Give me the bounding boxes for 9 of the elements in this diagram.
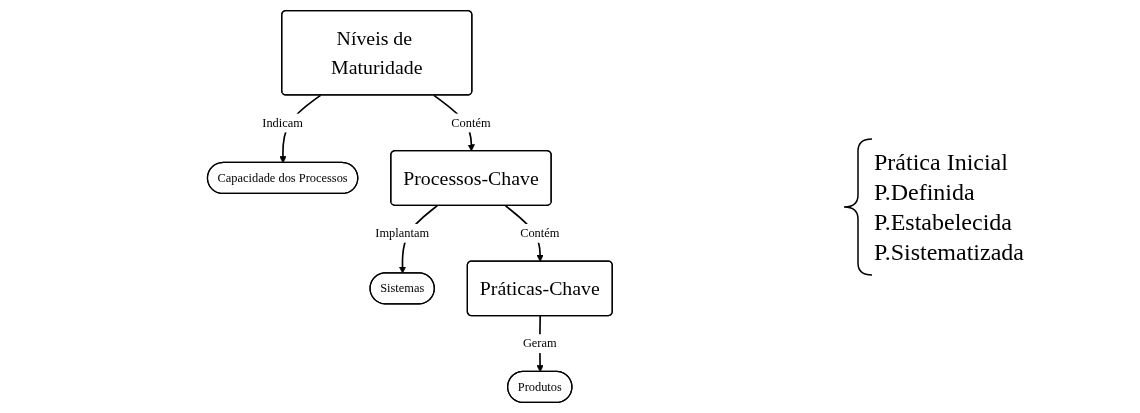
edge-label: Implantam [375, 226, 430, 240]
edge-label: Indicam [262, 115, 304, 130]
list-item: P.Definida [874, 177, 976, 207]
edge-label: Geram [523, 336, 557, 350]
list-item: Prática Inicial [874, 147, 1009, 177]
edge-label: Contém [451, 115, 491, 130]
list-item: P.Estabelecida [874, 207, 1013, 237]
edge-label: Contém [520, 226, 560, 240]
list-item: P.Sistematizada [874, 237, 1024, 267]
